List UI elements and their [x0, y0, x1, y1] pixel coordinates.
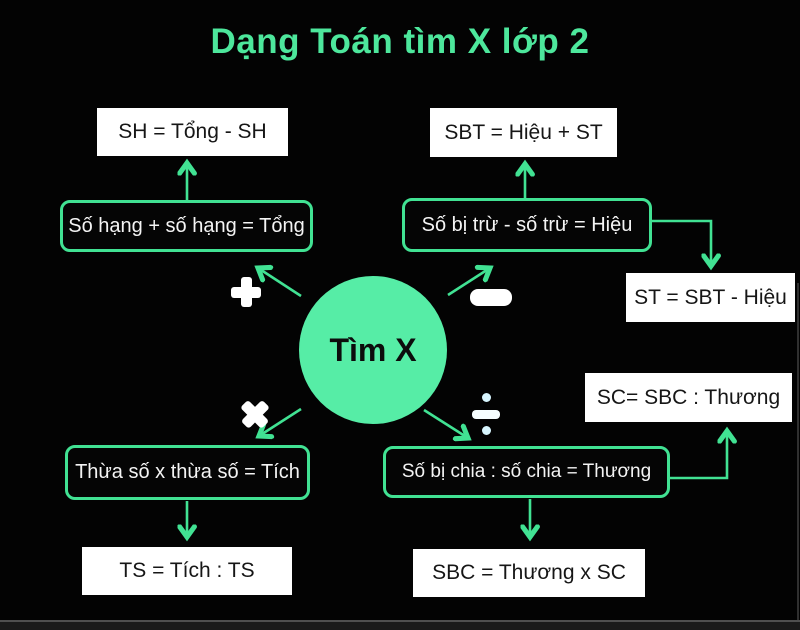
arrow-subtraction-elbow — [652, 219, 711, 266]
divide-bar — [472, 409, 500, 419]
formula-box-sc: SC= SBC : Thương — [585, 373, 792, 422]
center-node: Tìm X — [299, 276, 447, 424]
formula-box-st: ST = SBT - Hiệu — [626, 273, 795, 322]
divide-dot-bottom — [481, 426, 491, 435]
page-title: Dạng Toán tìm X lớp 2 — [210, 22, 590, 61]
bottom-edge — [0, 620, 800, 630]
formula-box-sh: SH = Tổng - SH — [97, 108, 288, 156]
times-icon — [234, 393, 276, 435]
arrow-circle-to-addition — [258, 268, 302, 298]
formula-box-sbt: SBT = Hiệu + ST — [430, 108, 617, 157]
rule-box-subtraction: Số bị trừ - số trừ = Hiệu — [402, 198, 652, 252]
divide-dot-top — [481, 393, 491, 402]
formula-box-ts: TS = Tích : TS — [82, 547, 292, 595]
formula-box-sbc: SBC = Thương x SC — [413, 549, 645, 597]
rule-box-multiplication: Thừa số x thừa số = Tích — [65, 445, 310, 500]
divide-icon — [472, 393, 500, 435]
center-node-label: Tìm X — [329, 331, 417, 368]
right-edge — [797, 283, 799, 620]
arrow-division-elbow — [670, 431, 727, 480]
rule-box-division: Số bị chia : số chia = Thương — [383, 446, 670, 498]
arrow-circle-to-division — [423, 408, 468, 438]
plus-icon — [231, 277, 261, 307]
minus-icon — [470, 289, 512, 306]
rule-box-addition: Số hạng + số hạng = Tổng — [60, 200, 313, 252]
